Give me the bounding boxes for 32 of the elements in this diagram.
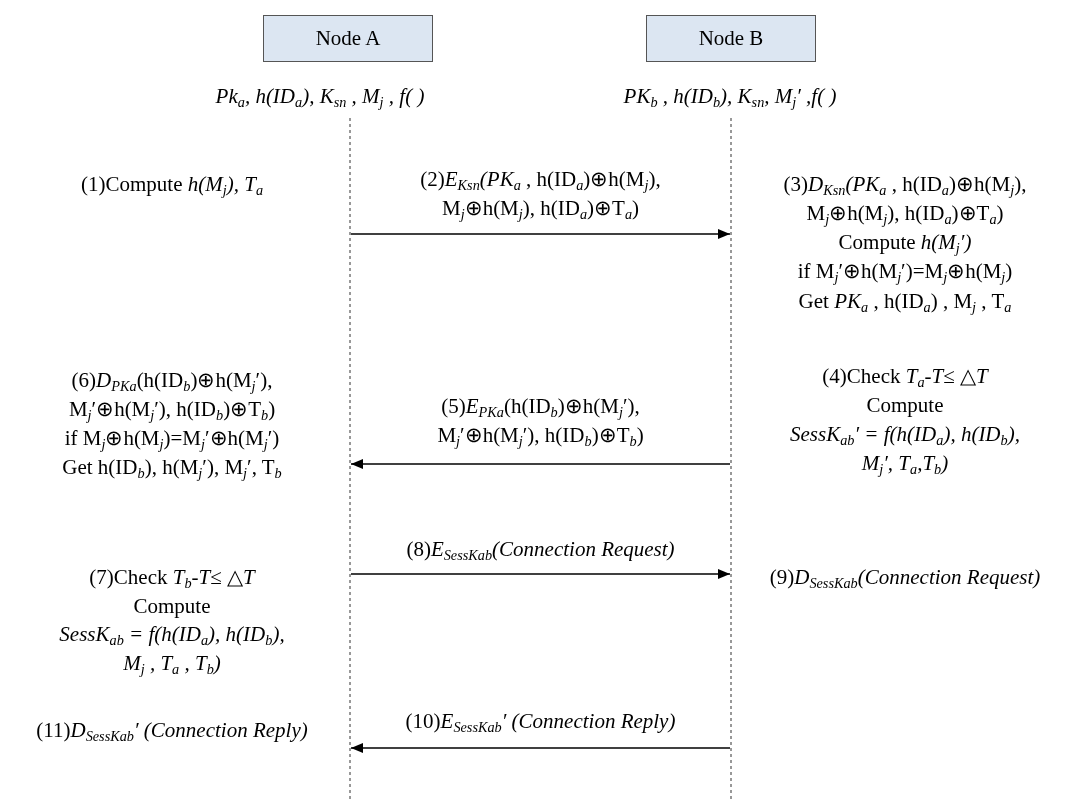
- participant-name: Node B: [698, 26, 764, 51]
- step-text: Get h(ID$_{b}$), h(M$_{j}$′), M$_{j}$′, T$_{b}$: [61, 454, 283, 482]
- step-text: Compute: [865, 392, 945, 419]
- message-arrow: [350, 459, 731, 469]
- step-text: (9)D$_{SessKab}$(Connection Request): [768, 564, 1042, 592]
- step-text: SessK$_{ab}$′ = f(h(ID$_{a}$), h(ID$_{b}$),: [789, 421, 1021, 449]
- message-label: (5)E$_{PKa}$(h(ID$_{b}$)⊕h(M$_{j}$′), M$_{j}$′⊕h(M$_{j}$′), h(ID$_{b}$)⊕T$_{b}$): [436, 393, 645, 450]
- message-label: (8)E$_{SessKab}$(Connection Request): [405, 536, 676, 564]
- step-text: (4)Check T$_{a}$-T≤ △T: [821, 363, 990, 391]
- message-arrow: [350, 569, 731, 579]
- step-text: Get PK$_{a}$ , h(ID$_{a}$) , M$_{j}$ , T$_{a}$: [797, 288, 1013, 316]
- key-list: PK$_{b}$ , h(ID$_{b}$), K$_{sn}$, M$_{j}$′ ,f( ): [570, 82, 890, 111]
- message-label: (10)E$_{SessKab}$′ (Connection Reply): [404, 708, 677, 736]
- participant-name: Node A: [315, 26, 381, 51]
- step-text: Compute h(M$_{j}$′): [837, 229, 973, 257]
- step-text: M$_{j}$⊕h(M$_{j}$), h(ID$_{a}$)⊕T$_{a}$): [805, 200, 1005, 228]
- message-arrow: [350, 229, 731, 239]
- step-text: (1)Compute h(M$_{j}$), T$_{a}$: [80, 171, 264, 199]
- step-text: (11)D$_{SessKab}$′ (Connection Reply): [35, 717, 309, 745]
- step-text: if M$_{j}$′⊕h(M$_{j}$′)=M$_{j}$⊕h(M$_{j}$): [796, 258, 1014, 286]
- step-text: Compute: [132, 593, 212, 620]
- step-text: if M$_{j}$⊕h(M$_{j}$)=M$_{j}$′⊕h(M$_{j}$′): [63, 425, 281, 453]
- step-text: (6)D$_{PKa}$(h(ID$_{b}$)⊕h(M$_{j}$′),: [70, 367, 274, 395]
- message-arrow: [350, 743, 731, 753]
- step-text: (3)D$_{Ksn}$(PK$_{a}$ , h(ID$_{a}$)⊕h(M$_{j}$),: [782, 171, 1028, 199]
- key-list: Pk$_{a}$, h(ID$_{a}$), K$_{sn}$ , M$_{j}$ , f( ): [160, 82, 480, 111]
- step-text: M$_{j}$′, T$_{a}$,T$_{b}$): [860, 450, 950, 478]
- step-text: SessK$_{ab}$ = f(h(ID$_{a}$), h(ID$_{b}$),: [58, 621, 286, 649]
- step-text: M$_{j}$′⊕h(M$_{j}$′), h(ID$_{b}$)⊕T$_{b}$): [67, 396, 277, 424]
- step-text: M$_{j}$ , T$_{a}$ , T$_{b}$): [122, 650, 222, 678]
- message-label: (2)E$_{Ksn}$(PK$_{a}$ , h(ID$_{a}$)⊕h(M$_{j}$), M$_{j}$⊕h(M$_{j}$), h(ID$_{a}$)⊕T$_{a}$): [419, 166, 662, 223]
- step-text: (7)Check T$_{b}$-T≤ △T: [88, 564, 257, 592]
